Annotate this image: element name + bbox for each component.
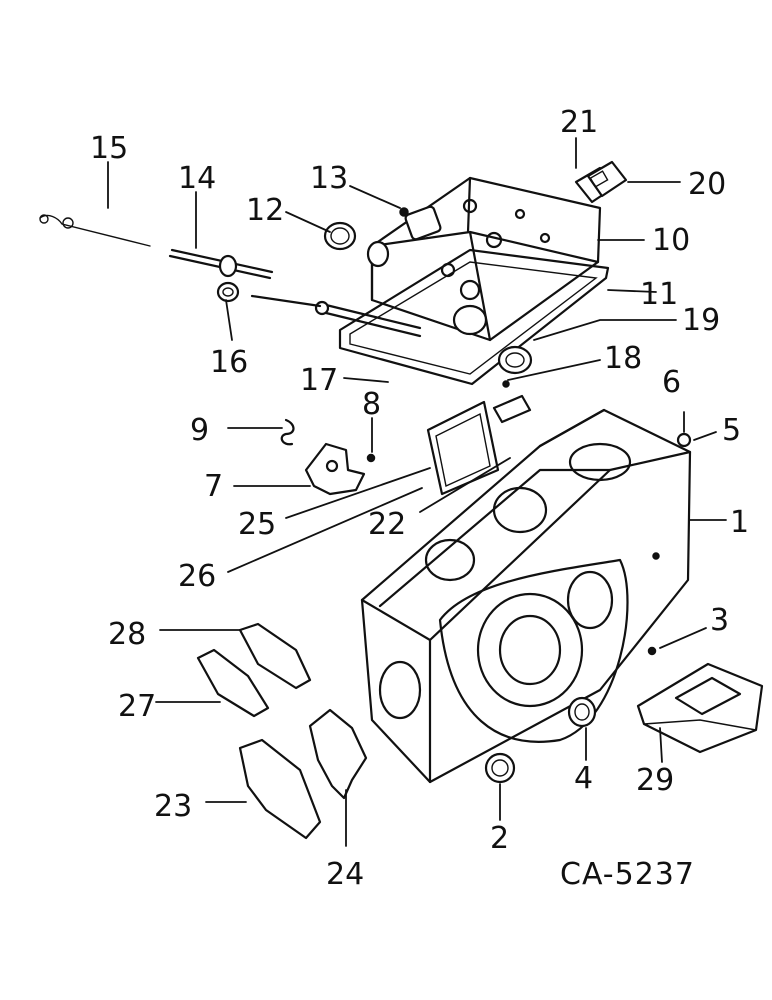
callout-4: 4: [574, 761, 593, 796]
part-24-gasket: [308, 708, 368, 800]
part-2-seal: [484, 752, 516, 784]
callout-7: 7: [204, 469, 223, 504]
part-20-21-plate: [574, 160, 628, 204]
part-7-bracket: [304, 442, 366, 496]
part-19-seal: [497, 345, 533, 375]
callout-labels: 15 14 12 13 21 20 10 11 19 18 16 17 8 6 …: [90, 105, 749, 892]
part-26-side-cover: [426, 400, 500, 496]
part-27-gasket: [196, 648, 270, 718]
part-28-gasket: [238, 622, 312, 690]
diagram-code: CA-5237: [560, 857, 695, 892]
part-29-cover: [636, 662, 764, 754]
callout-17: 17: [300, 363, 338, 398]
part-16-bushing: [216, 281, 240, 303]
callout-20: 20: [688, 167, 726, 202]
callout-27: 27: [118, 689, 156, 724]
part-18-block: [492, 380, 532, 424]
part-14-shaft: [168, 248, 274, 280]
callout-8: 8: [362, 387, 381, 422]
part-8-ball: [366, 453, 376, 463]
callout-6: 6: [662, 365, 681, 400]
callout-23: 23: [154, 789, 192, 824]
callout-21: 21: [560, 105, 598, 140]
callout-16: 16: [210, 345, 248, 380]
shift-lever: [250, 294, 422, 338]
callout-29: 29: [636, 763, 674, 798]
callout-13: 13: [310, 161, 348, 196]
callout-10: 10: [652, 223, 690, 258]
callout-25: 25: [238, 507, 276, 542]
part-10-top-cover: [366, 176, 602, 342]
callout-18: 18: [604, 341, 642, 376]
callout-19: 19: [682, 303, 720, 338]
part-1-main-housing: [360, 408, 692, 784]
part-15-rod: [39, 214, 151, 247]
part-4-seal: [567, 696, 597, 728]
leader-lines: [107, 137, 727, 847]
callout-28: 28: [108, 617, 146, 652]
callout-24: 24: [326, 857, 364, 892]
callout-15: 15: [90, 131, 128, 166]
callout-1: 1: [730, 505, 749, 540]
callout-11: 11: [640, 277, 678, 312]
part-17-cover-gasket: [338, 248, 610, 386]
callout-5: 5: [722, 413, 741, 448]
callout-12: 12: [246, 193, 284, 228]
part-13-plug: [399, 207, 409, 217]
callout-22: 22: [368, 507, 406, 542]
part-3-ball: [647, 646, 657, 656]
part-23-gasket: [238, 738, 322, 840]
part-9-clip: [280, 418, 295, 446]
part-12-seal: [323, 221, 357, 251]
part-6-fitting: [676, 432, 692, 448]
callout-9: 9: [190, 413, 209, 448]
callout-14: 14: [178, 161, 216, 196]
callout-26: 26: [178, 559, 216, 594]
callout-3: 3: [710, 603, 729, 638]
callout-2: 2: [490, 821, 509, 856]
